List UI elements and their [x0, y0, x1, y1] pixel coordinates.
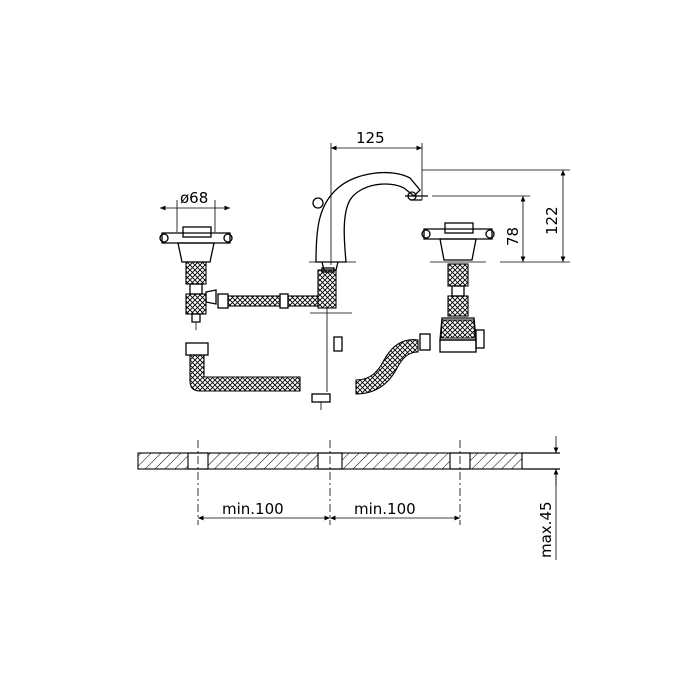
deck-section: min.100 min.100 max.45 [137, 436, 560, 560]
right-spacing-label: min.100 [354, 500, 416, 518]
base-diameter-label: ø68 [180, 189, 208, 207]
right-valve-assembly: 122 78 [355, 169, 570, 395]
deck-thickness-label: max.45 [537, 501, 555, 558]
total-height-label: 122 [543, 206, 561, 235]
left-valve-assembly: ø68 [159, 189, 319, 392]
spout-reach-label: 125 [356, 129, 385, 147]
spout-height-label: 78 [504, 227, 522, 246]
spout-assembly: 125 [309, 129, 428, 410]
left-spacing-label: min.100 [222, 500, 284, 518]
